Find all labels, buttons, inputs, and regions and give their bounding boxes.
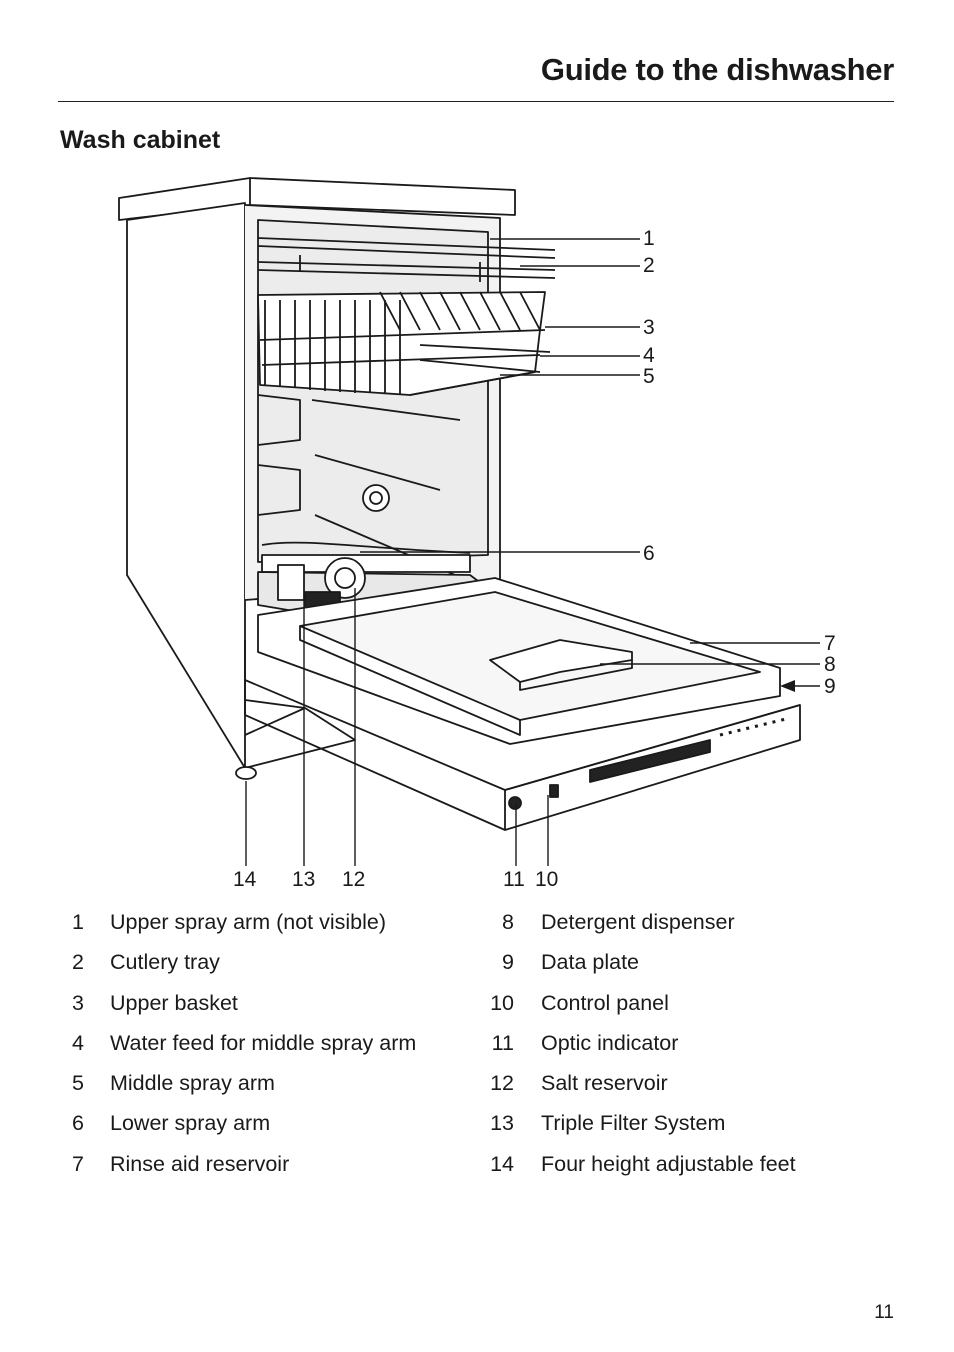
legend-label: Optic indicator [541,1030,679,1055]
callout-6: 6 [643,542,655,565]
legend-number: 11 [491,1030,514,1055]
legend-number: 6 [72,1111,84,1136]
legend-number: 9 [502,950,514,975]
legend-label: Data plate [541,950,640,975]
legend-item: 6 Lower spray arm [60,1111,480,1151]
legend-number: 7 [72,1151,84,1176]
callout-8: 8 [824,653,836,676]
legend-number: 2 [72,950,84,975]
callout-4: 4 [643,344,655,367]
legend-label: Rinse aid reservoir [110,1151,290,1176]
legend-item: 7 Rinse aid reservoir [60,1152,480,1192]
callout-3: 3 [643,316,655,339]
legend-label: Middle spray arm [110,1071,275,1096]
section-title: Wash cabinet [60,126,221,154]
callout-1: 1 [643,227,655,250]
legend-label: Water feed for middle spray arm [110,1030,417,1055]
callout-5: 5 [643,365,655,388]
page-number: 11 [874,1302,894,1323]
legend-item: 12 Salt reservoir [486,1071,906,1111]
legend-number: 4 [72,1030,84,1055]
legend-number: 10 [490,990,514,1015]
legend-item: 4 Water feed for middle spray arm [60,1031,480,1071]
legend-item: 9 Data plate [486,950,906,990]
legend-item: 1 Upper spray arm (not visible) [60,910,480,950]
legend-label: Cutlery tray [110,950,220,975]
legend-number: 8 [502,910,514,934]
legend-item: 14 Four height adjustable feet [486,1152,906,1192]
callout-14: 14 [233,868,257,891]
legend-label: Triple Filter System [541,1111,726,1136]
callout-9: 9 [824,675,836,698]
legend-label: Detergent dispenser [541,910,735,934]
page-header-title: Guide to the dishwasher [540,52,894,87]
legend-label: Salt reservoir [541,1071,668,1096]
legend-label: Lower spray arm [110,1111,271,1136]
callout-7: 7 [824,632,836,655]
legend-item: 5 Middle spray arm [60,1071,480,1111]
legend-number: 3 [72,990,84,1015]
legend-label: Upper basket [110,990,238,1015]
legend-item: 8 Detergent dispenser [486,910,906,950]
legend-number: 14 [490,1151,514,1176]
callout-11: 11 [503,868,525,891]
legend-right-column: 8 Detergent dispenser 9 Data plate 10 Co… [486,910,906,1192]
callout-2: 2 [643,254,655,277]
legend-item: 13 Triple Filter System [486,1111,906,1151]
callout-13: 13 [292,868,315,891]
legend-label: Four height adjustable feet [541,1151,796,1176]
legend-label: Upper spray arm (not visible) [110,910,387,934]
callout-10: 10 [535,868,558,891]
legend-item: 11 Optic indicator [486,1031,906,1071]
legend-item: 3 Upper basket [60,991,480,1031]
legend-number: 12 [490,1071,514,1096]
data-plate-arrow-icon [780,680,795,692]
legend-number: 13 [490,1111,514,1136]
legend-number: 1 [72,910,84,934]
callout-12: 12 [342,868,365,891]
legend-number: 5 [72,1071,84,1096]
header-divider [58,101,894,102]
legend-left-column: 1 Upper spray arm (not visible) 2 Cutler… [60,910,480,1192]
legend-item: 10 Control panel [486,991,906,1031]
legend-item: 2 Cutlery tray [60,950,480,990]
legend-label: Control panel [541,990,669,1015]
